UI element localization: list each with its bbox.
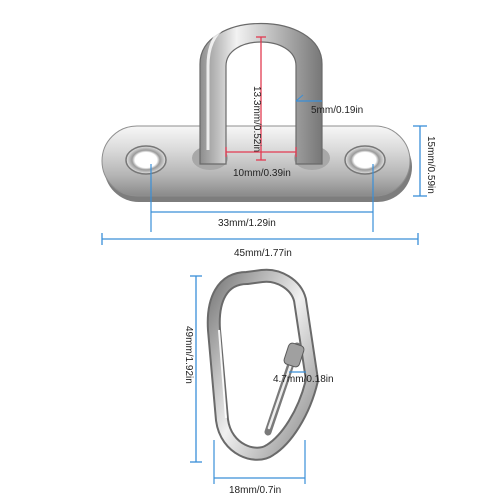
- carabiner-gate-coil: [283, 342, 305, 368]
- right-mounting-hole: [344, 145, 386, 175]
- carabiner-body: [208, 270, 317, 459]
- eye-loop-highlight: [206, 16, 261, 150]
- carabiner-highlight: [218, 329, 227, 419]
- eye-plate: [101, 16, 412, 202]
- wire-diameter-leader: [295, 94, 304, 102]
- carabiner-height-label: 49mm/1.92in: [183, 326, 194, 384]
- plate-width-label: 15mm/0.59in: [425, 136, 436, 194]
- carabiner-wire-label: 4.7mm/0.18in: [273, 374, 334, 385]
- wire-diameter-label: 5mm/0.19in: [311, 105, 363, 116]
- carabiner-width-label: 18mm/0.7in: [229, 485, 281, 496]
- eye-plate-base: [101, 125, 411, 197]
- carabiner: [206, 268, 319, 461]
- total-length-label: 45mm/1.77in: [234, 248, 292, 259]
- inner-height-label: 13.3mm/0.52in: [251, 86, 262, 152]
- eye-plate-dimensions: 13.3mm/0.52in 10mm/0.39in 5mm/0.19in 15m…: [101, 36, 436, 259]
- carabiner-dimensions: 49mm/1.92in 4.7mm/0.18in 18mm/0.7in: [183, 275, 334, 496]
- inner-width-label: 10mm/0.39in: [233, 168, 291, 179]
- eye-loop: [199, 22, 323, 165]
- left-mounting-hole: [125, 145, 167, 175]
- hole-spacing-label: 33mm/1.29in: [218, 218, 276, 229]
